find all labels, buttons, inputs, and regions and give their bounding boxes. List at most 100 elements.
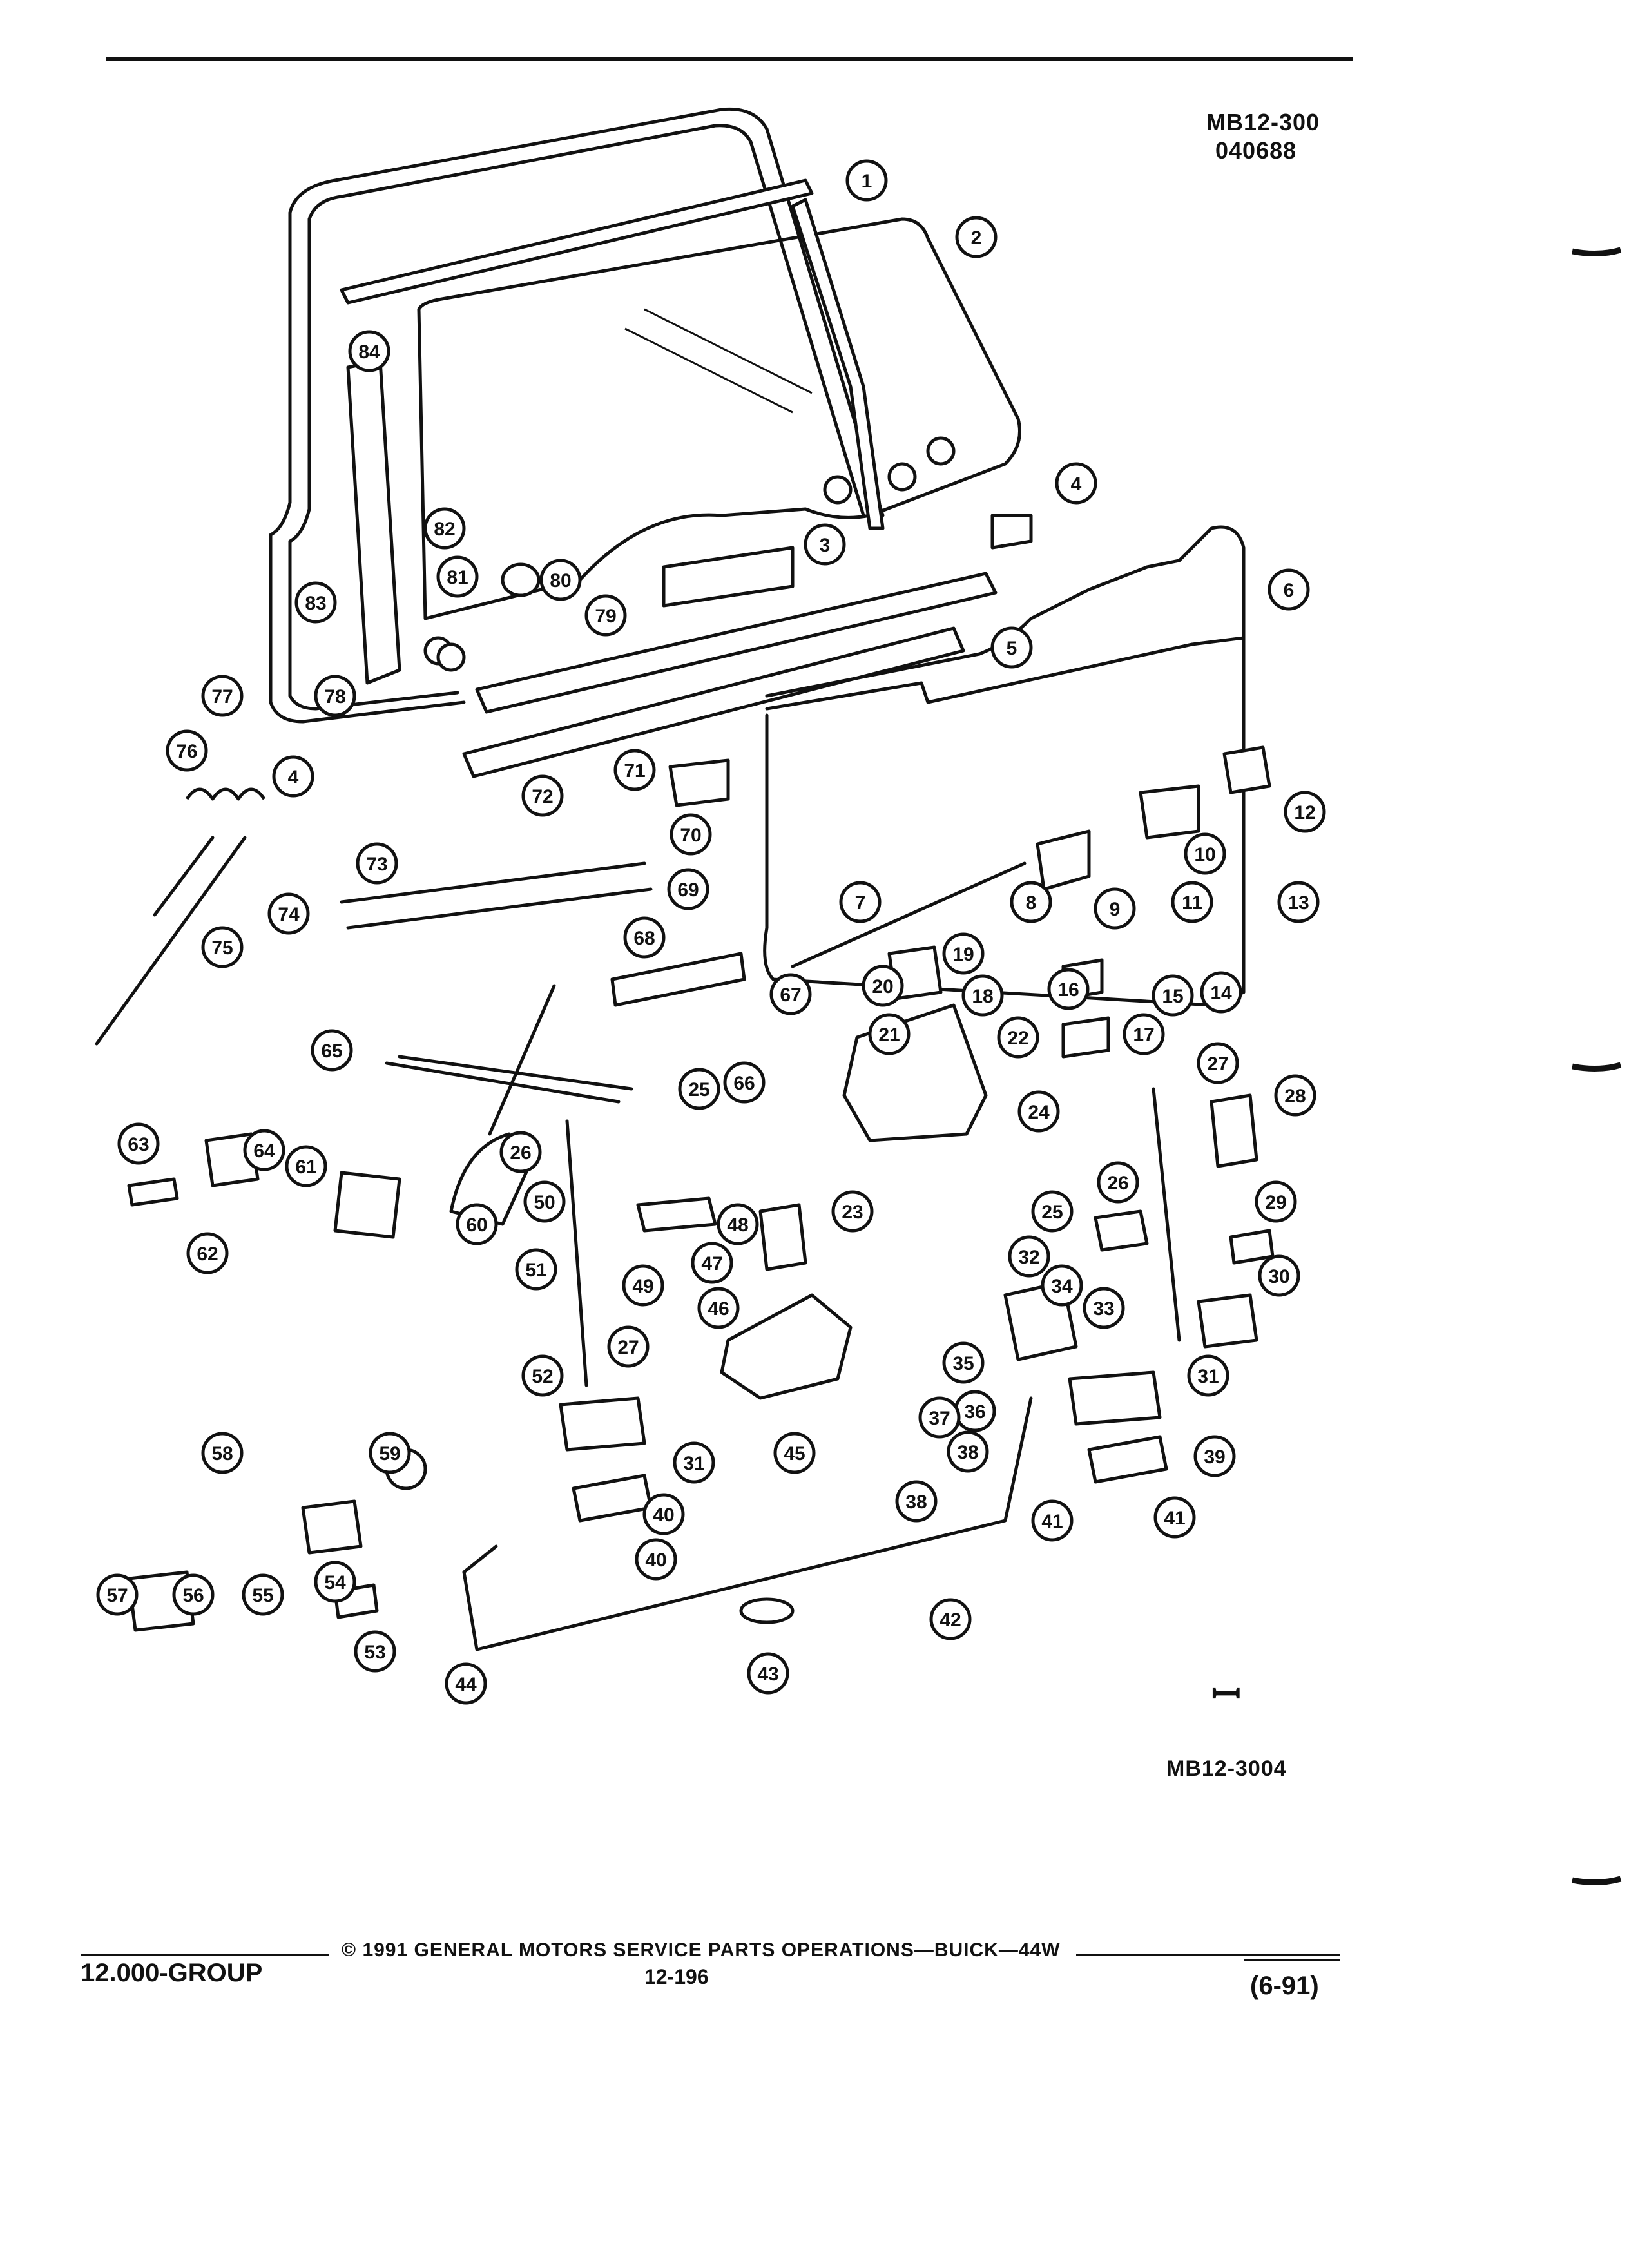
callout-number: 26 [510, 1142, 531, 1164]
callout-66: 66 [723, 1061, 766, 1104]
callout-number: 78 [324, 686, 345, 707]
callout-number: 13 [1287, 892, 1309, 914]
callout-20: 20 [862, 965, 904, 1007]
callout-number: 64 [253, 1140, 275, 1162]
callout-number: 66 [733, 1073, 755, 1094]
callout-number: 83 [305, 593, 326, 614]
group-label: 12.000-GROUP [81, 1959, 263, 1987]
callout-70: 70 [670, 813, 712, 856]
callout-25: 25 [1031, 1190, 1074, 1233]
callout-4: 4 [1055, 462, 1097, 505]
callout-50: 50 [523, 1180, 566, 1223]
callout-number: 16 [1057, 979, 1079, 1001]
callout-84: 84 [348, 330, 390, 372]
callout-number: 20 [872, 976, 893, 997]
callout-number: 65 [321, 1041, 342, 1062]
callout-number: 77 [211, 686, 233, 707]
callout-number: 63 [128, 1134, 149, 1155]
callout-number: 27 [617, 1337, 639, 1358]
callout-62: 62 [186, 1232, 229, 1274]
callout-number: 39 [1204, 1446, 1225, 1468]
bumper-83 [436, 642, 466, 672]
callout-61: 61 [285, 1145, 327, 1187]
callout-22: 22 [997, 1016, 1039, 1059]
callout-82: 82 [423, 507, 466, 550]
callout-43: 43 [747, 1652, 789, 1695]
callout-number: 84 [358, 341, 380, 363]
callout-9: 9 [1094, 887, 1136, 930]
callout-42: 42 [929, 1598, 972, 1640]
callout-60: 60 [456, 1203, 498, 1245]
callout-number: 76 [176, 741, 197, 762]
bumper-80 [501, 562, 541, 597]
callout-number: 12 [1294, 802, 1315, 823]
callout-57: 57 [96, 1573, 139, 1616]
callout-number: 45 [784, 1443, 805, 1465]
callout-49: 49 [622, 1264, 664, 1307]
callout-number: 25 [688, 1079, 709, 1100]
callout-78: 78 [314, 675, 356, 717]
callout-1: 1 [845, 159, 888, 202]
callout-number: 8 [1026, 892, 1037, 914]
glass-run-stop [990, 514, 1033, 550]
callout-80: 80 [539, 559, 582, 601]
callout-34: 34 [1041, 1264, 1083, 1307]
glass-stop-2 [887, 462, 917, 492]
callout-55: 55 [242, 1573, 284, 1616]
callout-81: 81 [436, 555, 479, 598]
hold-open-rod [95, 836, 247, 1046]
top-rule [106, 57, 1353, 61]
inner-panel [765, 636, 1246, 711]
callout-number: 47 [701, 1253, 722, 1274]
belt-molding [462, 626, 965, 778]
callout-27: 27 [607, 1325, 650, 1368]
callout-number: 36 [964, 1401, 985, 1423]
grommet-44 [739, 1597, 795, 1624]
callout-number: 60 [466, 1215, 487, 1236]
callout-17: 17 [1123, 1013, 1165, 1055]
callout-12: 12 [1284, 791, 1326, 833]
callout-19: 19 [942, 932, 985, 975]
callout-45: 45 [773, 1432, 816, 1474]
bracket-12 [1222, 745, 1271, 794]
callout-number: 56 [182, 1585, 204, 1606]
glass-run-channel [791, 198, 885, 530]
callout-number: 21 [878, 1024, 900, 1046]
long-rod [462, 1396, 1033, 1651]
callout-number: 33 [1093, 1298, 1114, 1320]
callout-number: 42 [940, 1610, 961, 1631]
callout-47: 47 [691, 1242, 733, 1284]
callout-number: 61 [295, 1157, 316, 1178]
callout-number: 38 [957, 1442, 978, 1463]
callout-number: 9 [1110, 899, 1121, 920]
callout-number: 15 [1162, 986, 1183, 1007]
upper-hinge-right [1068, 1370, 1162, 1426]
callout-number: 79 [595, 606, 616, 627]
callout-16: 16 [1047, 968, 1090, 1010]
hinge-plate-right [1087, 1435, 1168, 1484]
callout-number: 55 [252, 1585, 273, 1606]
handle-10 [1139, 784, 1200, 840]
callout-74: 74 [267, 892, 310, 935]
callout-number: 70 [680, 825, 701, 846]
callout-28: 28 [1274, 1074, 1316, 1117]
callout-number: 49 [632, 1276, 653, 1297]
callout-number: 58 [211, 1443, 233, 1465]
callout-number: 31 [1197, 1366, 1219, 1387]
callout-number: 2 [971, 227, 982, 249]
callout-65: 65 [311, 1029, 353, 1072]
footer-rule-right [1076, 1954, 1340, 1956]
callout-31: 31 [1187, 1354, 1229, 1397]
callout-21: 21 [868, 1013, 911, 1055]
callout-number: 69 [677, 879, 699, 901]
plate-28 [1210, 1093, 1258, 1168]
callout-number: 23 [842, 1202, 863, 1223]
callout-number: 62 [197, 1244, 218, 1265]
door-frame-weatherstrip [269, 107, 885, 724]
footer-rule-left [81, 1954, 329, 1956]
guide-69 [610, 952, 746, 1007]
footer-rule-bottom [1244, 1959, 1340, 1961]
actuator-48 [758, 1203, 807, 1271]
callout-38: 38 [895, 1480, 938, 1523]
